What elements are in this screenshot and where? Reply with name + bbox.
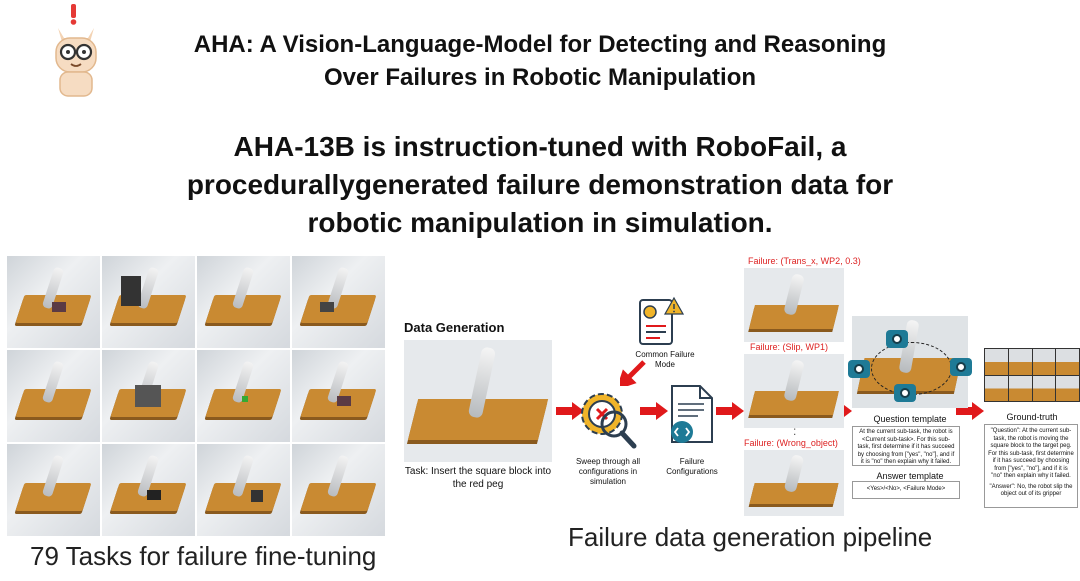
headline-line-3: robotic manipulation in simulation. — [307, 207, 773, 238]
failure-label-2: Failure: (Slip, WP1) — [750, 342, 829, 352]
pipeline-caption: Failure data generation pipeline — [568, 522, 933, 552]
title-line-2: Over Failures in Robotic Manipulation — [323, 64, 757, 91]
title-line-1: AHA: A Vision-Language-Model for Detecti… — [193, 31, 887, 58]
failure-configurations-label: Failure Configurations — [666, 457, 718, 476]
task-description: Task: Insert the square block into the r… — [404, 466, 552, 490]
common-failure-mode-label: Common Failure Mode — [635, 350, 695, 369]
arrow-right-icon — [640, 402, 668, 425]
arrow-right-icon — [716, 402, 744, 425]
task-scene-image — [404, 340, 552, 462]
failure-image-2 — [744, 354, 844, 428]
code-document-icon — [668, 384, 716, 446]
llama-logo-icon — [44, 2, 110, 98]
arrow-right-icon — [556, 402, 584, 425]
ground-truth-answer: "Answer": No, the robot slip the object … — [989, 483, 1073, 498]
failure-label-1: Failure: (Trans_x, WP2, 0.3) — [748, 256, 861, 266]
task-thumbnail — [102, 350, 195, 442]
frame-thumbnail — [1008, 375, 1032, 401]
camera-icon — [950, 358, 972, 376]
answer-template-text: <Yes>/<No>, <Failure Mode> — [852, 481, 960, 499]
document-warning-icon — [636, 296, 685, 348]
task-thumbnail — [292, 444, 385, 536]
task-thumbnail — [102, 256, 195, 348]
task-thumbnail-grid — [7, 256, 385, 536]
headline-line-1: AHA-13B is instruction-tuned with RoboFa… — [233, 131, 847, 162]
headline: AHA-13B is instruction-tuned with RoboFa… — [150, 128, 930, 242]
ground-truth-title: Ground-truth — [1006, 412, 1058, 422]
frame-thumbnail — [1008, 349, 1032, 375]
frame-thumbnail — [985, 349, 1008, 375]
tasks-caption: 79 Tasks for failure fine-tuning — [30, 541, 377, 571]
task-thumbnail — [197, 256, 290, 348]
answer-template-title: Answer template — [876, 471, 944, 481]
sweep-configurations-label: Sweep through all configurations in simu… — [575, 457, 641, 486]
frame-thumbnail — [1056, 375, 1079, 401]
failure-image-1 — [744, 268, 844, 342]
ellipsis: : — [793, 424, 797, 438]
task-thumbnail — [7, 350, 100, 442]
frame-thumbnail — [1056, 349, 1079, 375]
question-template-title: Question template — [873, 414, 947, 424]
failure-label-3: Failure: (Wrong_object) — [744, 438, 838, 448]
data-generation-label: Data Generation — [404, 320, 505, 335]
ground-truth-box: "Question": At the current sub-task, the… — [984, 424, 1078, 508]
camera-icon — [848, 360, 870, 378]
ground-truth-frames — [984, 348, 1080, 402]
page-title: AHA: A Vision-Language-Model for Detecti… — [122, 28, 958, 94]
camera-icon — [894, 384, 916, 402]
task-thumbnail — [197, 350, 290, 442]
task-thumbnail — [197, 444, 290, 536]
arrow-right-icon — [956, 402, 984, 425]
task-thumbnail — [7, 256, 100, 348]
question-template-text: At the current sub-task, the robot is <C… — [852, 426, 960, 466]
frame-thumbnail — [1032, 375, 1056, 401]
camera-icon — [886, 330, 908, 348]
gear-search-icon — [576, 388, 638, 450]
task-thumbnail — [102, 444, 195, 536]
ground-truth-question: "Question": At the current sub-task, the… — [988, 428, 1074, 479]
frame-thumbnail — [1032, 349, 1056, 375]
task-thumbnail — [292, 350, 385, 442]
frame-thumbnail — [985, 375, 1008, 401]
task-thumbnail — [292, 256, 385, 348]
failure-image-3 — [744, 450, 844, 516]
task-thumbnail — [7, 444, 100, 536]
headline-line-2: procedurallygenerated failure demonstrat… — [186, 169, 894, 200]
arrow-down-left-icon — [616, 360, 646, 391]
